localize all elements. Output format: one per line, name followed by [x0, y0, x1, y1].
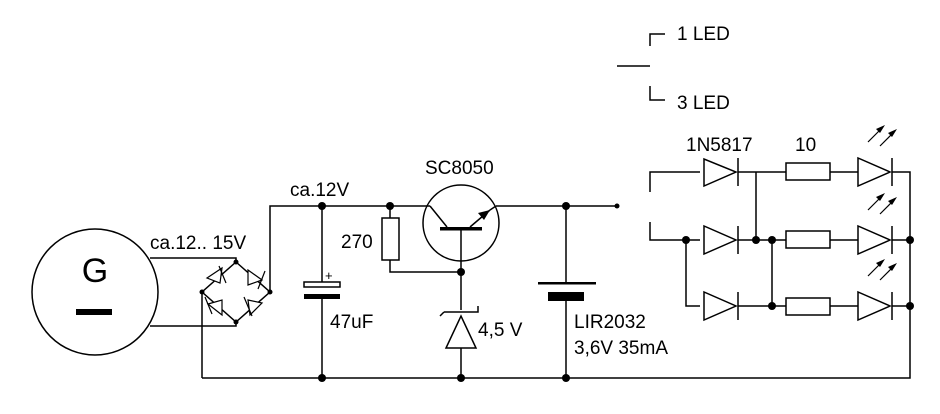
schottky-diode-1	[703, 157, 770, 188]
label-switch-1led: 1 LED	[677, 24, 730, 45]
wire-ground	[202, 240, 911, 379]
switch-common-terminal	[614, 203, 620, 209]
led-2	[857, 193, 897, 256]
led-resistor-2	[785, 230, 831, 249]
led-1	[857, 125, 897, 188]
bridge-diode-top-right	[247, 268, 266, 290]
switch-legend	[617, 33, 665, 101]
generator-symbol: G	[31, 228, 159, 356]
bridge-rectifier	[199, 259, 273, 325]
label-led-resistor: 10	[795, 135, 816, 156]
schottky-diode-2	[703, 224, 756, 256]
bridge-diode-top-left	[205, 265, 227, 284]
junction-diode-bus-2	[768, 236, 776, 244]
label-battery-type: LIR2032	[574, 312, 646, 333]
switch-contact-3led	[649, 222, 700, 241]
wire-bridge-positive	[269, 205, 322, 292]
zener-diode	[439, 306, 479, 378]
label-capacitor-value: 47uF	[330, 312, 373, 333]
junction-led-return-2	[906, 302, 914, 310]
transistor-sc8050	[422, 184, 500, 272]
label-zener: 4,5 V	[478, 320, 523, 341]
switch-contact-1led	[649, 171, 700, 192]
schottky-diode-3	[703, 290, 772, 322]
label-input-voltage: ca.12.. 15V	[150, 233, 246, 254]
led-3	[857, 259, 897, 322]
wire-gen-top	[150, 257, 237, 262]
label-capacitor-plus: +	[325, 268, 333, 283]
label-switch-3led: 3 LED	[677, 93, 730, 114]
resistor-270	[381, 206, 461, 273]
label-transistor: SC8050	[425, 158, 494, 179]
label-resistor-270: 270	[341, 232, 373, 253]
wire-3led-branch	[685, 240, 700, 307]
bridge-diode-bottom-left	[204, 296, 223, 317]
led-resistor-1	[785, 162, 831, 181]
junction-led-return-1	[906, 236, 914, 244]
label-battery-spec: 3,6V 35mA	[574, 338, 668, 359]
bridge-diode-bottom-right	[243, 296, 264, 317]
capacitor-47uf	[303, 206, 341, 378]
battery-lir2032	[538, 206, 596, 378]
label-schottky: 1N5817	[686, 135, 753, 156]
wire-led1-return	[892, 171, 911, 240]
label-rail-voltage: ca.12V	[290, 180, 349, 201]
wire-gen-bottom	[150, 322, 237, 327]
generator-bar	[76, 309, 112, 315]
generator-letter: G	[82, 252, 108, 290]
led-resistor-3	[785, 297, 831, 316]
generator-circle	[31, 228, 159, 356]
